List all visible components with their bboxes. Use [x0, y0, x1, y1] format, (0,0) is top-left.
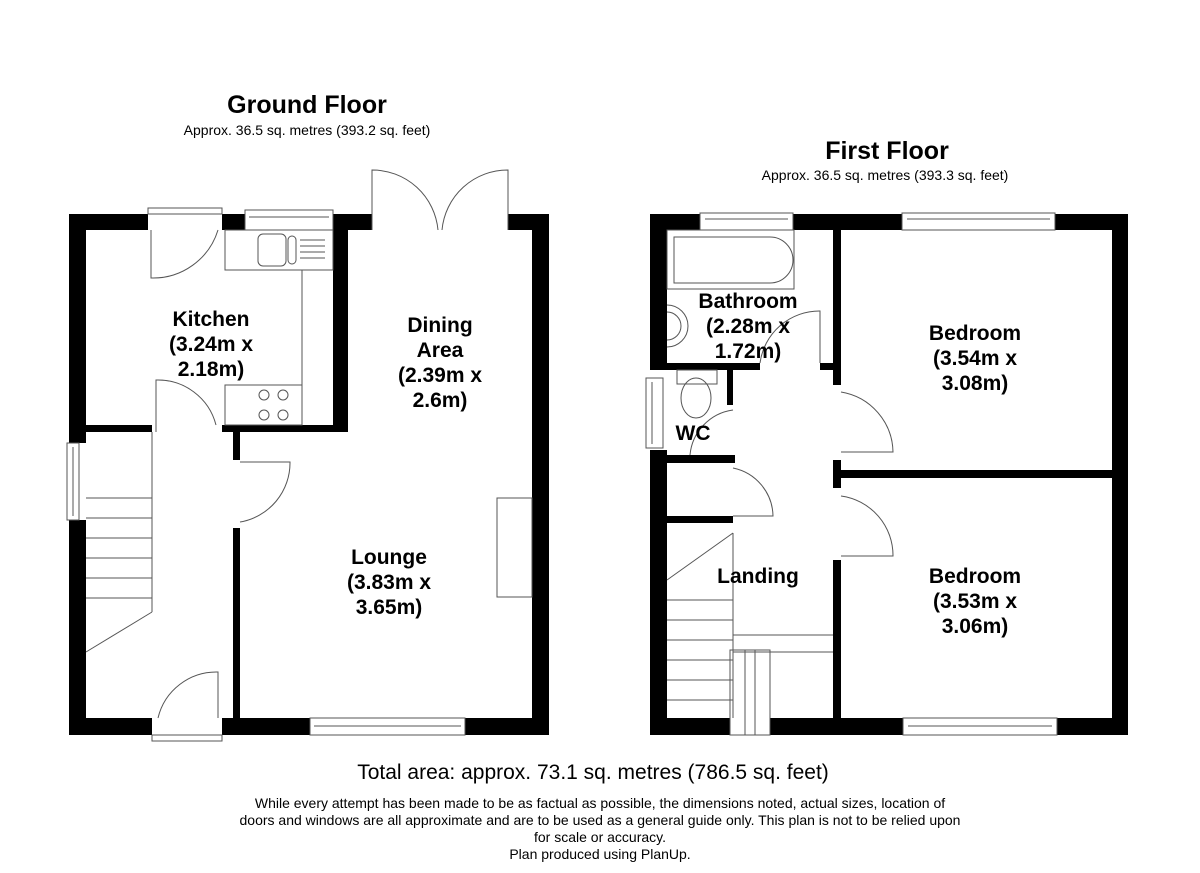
first-floor-title: First Floor: [825, 137, 949, 165]
room-label-wc: WC: [676, 422, 711, 445]
room-label-dining-area: Dining Area (2.39m x 2.6m): [398, 314, 482, 412]
svg-text:(3.53m x: (3.53m x: [933, 590, 1017, 613]
svg-text:Kitchen: Kitchen: [172, 308, 249, 331]
svg-text:(3.24m x: (3.24m x: [169, 333, 253, 356]
room-label-landing: Landing: [717, 565, 799, 588]
svg-text:Area: Area: [417, 339, 464, 362]
disclaimer-line: While every attempt has been made to be …: [255, 795, 945, 811]
first-floor-plan: [645, 212, 1128, 736]
room-label-bedroom-1: Bedroom (3.54m x 3.08m): [929, 322, 1021, 395]
svg-text:3.65m): 3.65m): [356, 596, 423, 619]
svg-text:Bedroom: Bedroom: [929, 322, 1021, 345]
svg-text:Dining: Dining: [407, 314, 472, 337]
ground-floor-title: Ground Floor: [227, 91, 387, 119]
room-label-lounge: Lounge (3.83m x 3.65m): [347, 546, 431, 619]
svg-text:3.06m): 3.06m): [942, 615, 1009, 638]
credit-line: Plan produced using PlanUp.: [509, 846, 690, 862]
svg-text:Lounge: Lounge: [351, 546, 427, 569]
svg-text:3.08m): 3.08m): [942, 372, 1009, 395]
staircase: [666, 532, 833, 718]
ground-floor-plan: [66, 169, 549, 742]
svg-text:2.18m): 2.18m): [178, 358, 245, 381]
svg-text:2.6m): 2.6m): [413, 389, 468, 412]
svg-text:(2.39m x: (2.39m x: [398, 364, 482, 387]
ground-floor-area: Approx. 36.5 sq. metres (393.2 sq. feet): [184, 122, 431, 138]
room-label-bathroom: Bathroom (2.28m x 1.72m): [698, 290, 797, 363]
fireplace: [496, 497, 533, 598]
staircase: [85, 432, 153, 653]
svg-text:Bedroom: Bedroom: [929, 565, 1021, 588]
svg-text:(2.28m x: (2.28m x: [706, 315, 790, 338]
first-floor-area: Approx. 36.5 sq. metres (393.3 sq. feet): [762, 167, 1009, 183]
total-area: Total area: approx. 73.1 sq. metres (786…: [357, 761, 829, 784]
svg-text:1.72m): 1.72m): [715, 340, 782, 363]
disclaimer-line: doors and windows are all approximate an…: [240, 812, 961, 828]
room-label-bedroom-2: Bedroom (3.53m x 3.06m): [929, 565, 1021, 638]
svg-text:(3.83m x: (3.83m x: [347, 571, 431, 594]
room-label-kitchen: Kitchen (3.24m x 2.18m): [169, 308, 253, 381]
disclaimer-line: for scale or accuracy.: [534, 829, 666, 845]
svg-text:(3.54m x: (3.54m x: [933, 347, 1017, 370]
svg-text:Bathroom: Bathroom: [698, 290, 797, 313]
